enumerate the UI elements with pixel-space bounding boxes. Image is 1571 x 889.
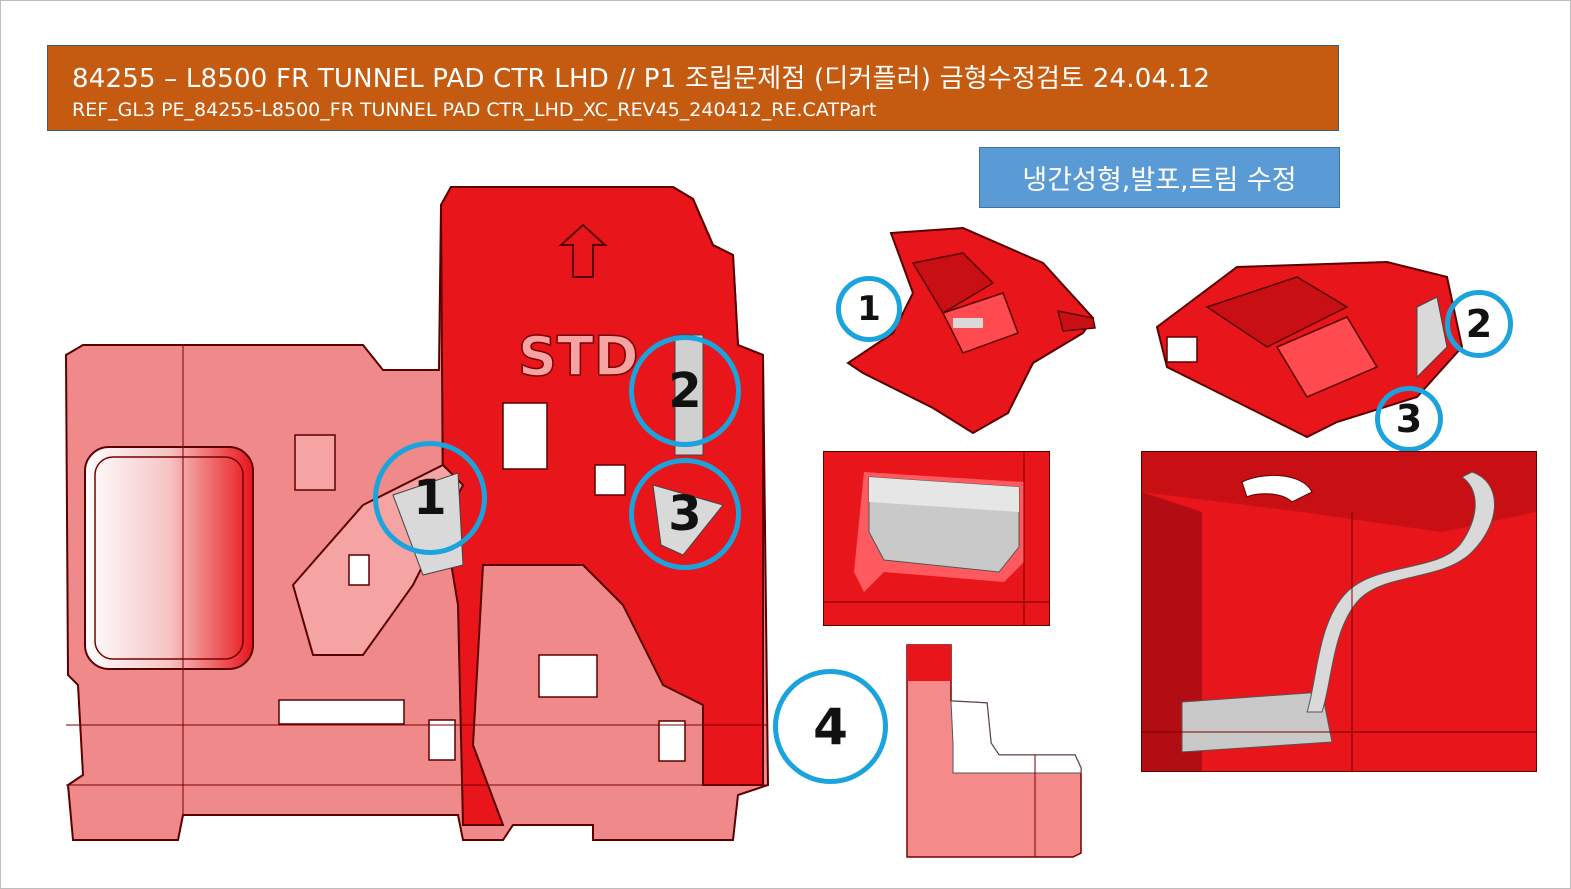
marker-3-iso: 3 [1375, 386, 1443, 452]
marker-3-main: 3 [629, 458, 741, 570]
detail-view-1 [823, 451, 1050, 626]
marker-4: 4 [773, 669, 888, 784]
marker-2-main: 2 [629, 335, 741, 447]
section-view-4 [905, 643, 1083, 859]
title-main: 84255 – L8500 FR TUNNEL PAD CTR LHD // P… [72, 64, 1211, 94]
marker-1-main: 1 [373, 441, 487, 555]
title-reference-file: REF_GL3 PE_84255-L8500_FR TUNNEL PAD CTR… [72, 99, 877, 121]
marker-1-iso: 1 [836, 276, 902, 342]
marker-2-iso: 2 [1445, 290, 1513, 358]
title-banner: 84255 – L8500 FR TUNNEL PAD CTR LHD // P… [47, 45, 1339, 131]
modification-tag: 냉간성형,발포,트림 수정 [979, 147, 1340, 208]
detail-view-2 [1141, 451, 1537, 772]
iso-view-left [843, 223, 1105, 438]
std-emboss: STD [518, 325, 639, 388]
